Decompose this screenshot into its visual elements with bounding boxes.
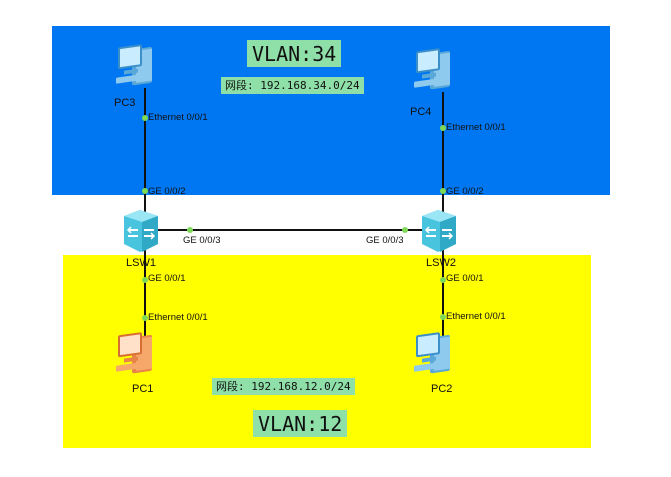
pc4-label: PC4 <box>410 106 432 118</box>
pc4-icon[interactable] <box>412 46 462 98</box>
port-dot-lsw1-ge1 <box>142 277 148 283</box>
pc3-icon[interactable] <box>114 42 164 94</box>
port-dot-pc3-eth <box>142 115 148 121</box>
port-label-lsw2-ge1: GE 0/0/1 <box>446 273 484 284</box>
port-label-lsw1-ge1: GE 0/0/1 <box>148 273 186 284</box>
lsw1-label: LSW1 <box>126 257 156 269</box>
port-dot-lsw2-ge1 <box>440 277 446 283</box>
port-dot-pc2-eth <box>440 314 446 320</box>
pc3-label: PC3 <box>114 97 136 109</box>
port-label-lsw1-ge2: GE 0/0/2 <box>148 186 186 197</box>
lsw2-label: LSW2 <box>426 257 456 269</box>
pc2-label: PC2 <box>431 383 453 395</box>
port-label-pc2-eth: Ethernet 0/0/1 <box>446 311 506 322</box>
port-label-pc3-eth: Ethernet 0/0/1 <box>148 112 208 123</box>
vlan12-title: VLAN:12 <box>253 410 348 437</box>
port-dot-lsw2-ge2 <box>440 188 446 194</box>
pc1-icon[interactable] <box>114 330 164 382</box>
port-dot-pc4-eth <box>440 125 446 131</box>
port-label-pc1-eth: Ethernet 0/0/1 <box>148 312 208 323</box>
pc1-label: PC1 <box>132 383 154 395</box>
port-dot-lsw2-ge3 <box>402 227 408 233</box>
lsw1-switch-icon[interactable] <box>118 208 164 254</box>
lsw2-switch-icon[interactable] <box>416 208 462 254</box>
port-label-pc4-eth: Ethernet 0/0/1 <box>446 122 506 133</box>
port-label-lsw1-ge3: GE 0/0/3 <box>183 235 221 246</box>
pc2-icon[interactable] <box>412 330 462 382</box>
port-label-lsw2-ge3: GE 0/0/3 <box>366 235 404 246</box>
port-dot-lsw1-ge3 <box>187 227 193 233</box>
port-label-lsw2-ge2: GE 0/0/2 <box>446 186 484 197</box>
vlan34-subnet: 网段: 192.168.34.0/24 <box>221 77 364 94</box>
vlan12-subnet: 网段: 192.168.12.0/24 <box>212 378 355 395</box>
port-dot-pc1-eth <box>142 315 148 321</box>
vlan34-title: VLAN:34 <box>247 40 342 67</box>
port-dot-lsw1-ge2 <box>142 188 148 194</box>
